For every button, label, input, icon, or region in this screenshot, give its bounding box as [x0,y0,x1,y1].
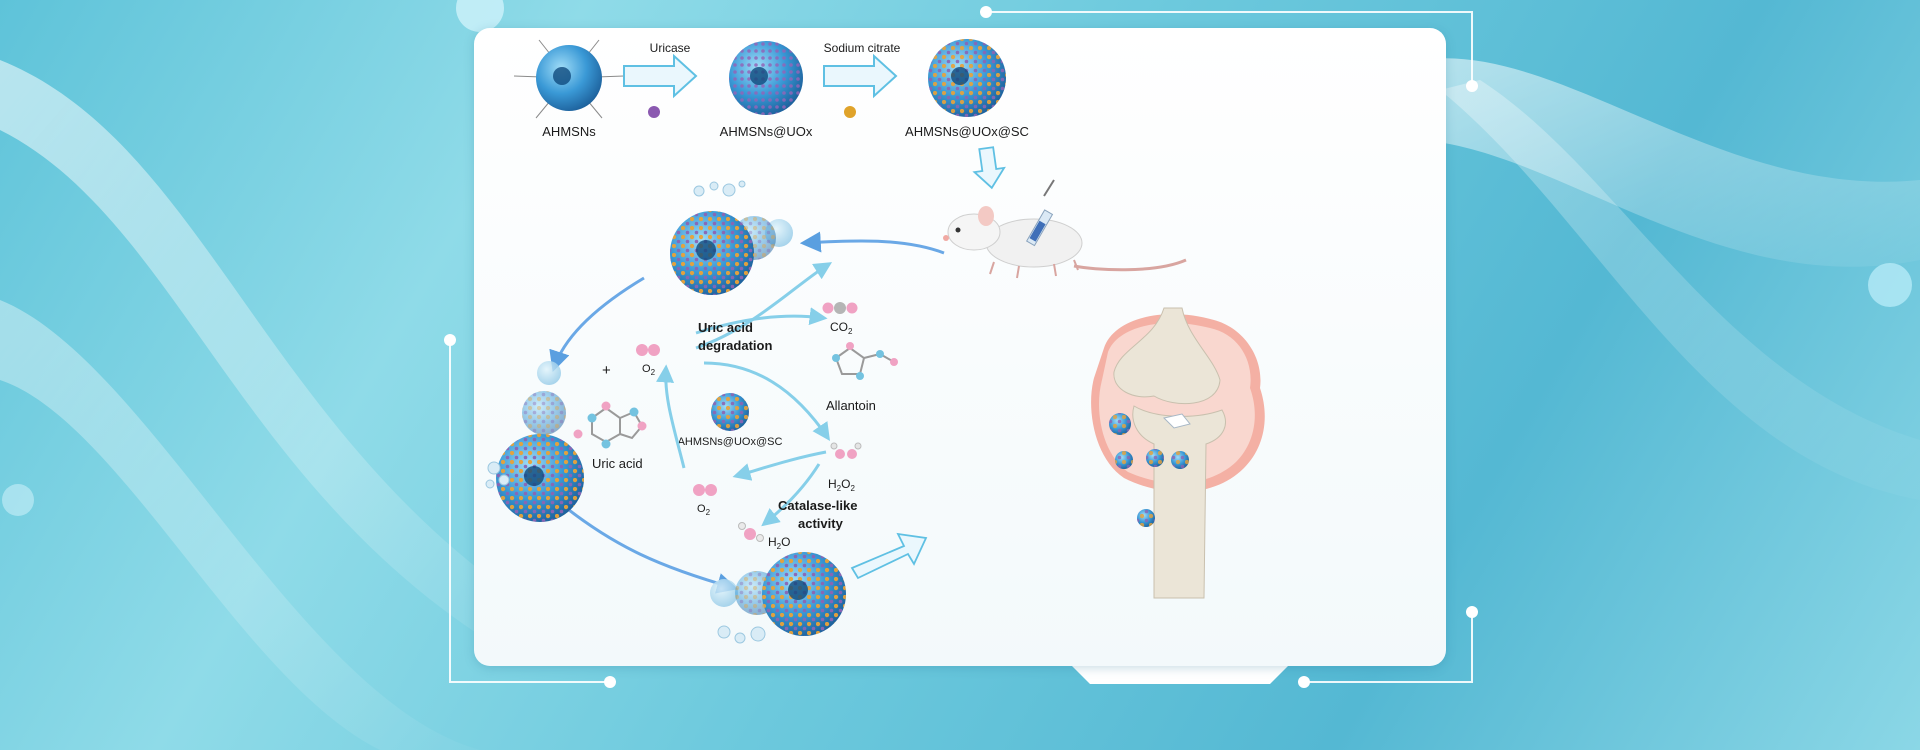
h2o-molecule [738,522,764,542]
ahmsns-uox-sc-label: AHMSNs@UOx@SC [905,124,1029,139]
ahmsns-label: AHMSNs [542,124,596,139]
particle-cluster-bottom [710,552,846,644]
uric-acid-label: Uric acid [592,456,643,471]
particle-cluster-top [670,180,793,295]
degradation-title-line2: degradation [698,338,772,353]
h2o-label: H2O [768,535,790,551]
o2-molecule-out [693,484,717,496]
uric-acid-molecule [573,401,647,449]
particle-cluster-left [485,361,584,522]
uricase-arrow [623,53,698,99]
catalase-line2: activity [798,516,844,531]
plus-sign: + [602,362,611,379]
mouse-illustration [943,206,1187,279]
sodium-citrate-molecule [844,106,856,118]
uricase-label: Uricase [650,41,691,55]
reaction-diagram: AHMSNs Uricase AHMSNs@UOx Sodium citrate… [485,39,1265,644]
o2-in-label: O2 [642,363,656,377]
center-particle-label: AHMSNs@UOx@SC [678,436,783,448]
allantoin-molecule [832,342,898,380]
ahmsns-particle [513,39,625,119]
sodium-citrate-label: Sodium citrate [824,41,901,55]
co2-label: CO2 [830,320,853,336]
o2-out-label: O2 [697,503,711,517]
co2-molecule [822,302,858,314]
center-particle [711,393,749,431]
cycle-arrows [549,231,945,594]
ahmsns-uox-label: AHMSNs@UOx [720,124,813,139]
ahmsns-uox-particle [729,41,803,115]
entry-arrow [850,532,928,580]
allantoin-label: Allantoin [826,398,876,413]
diagram-card [474,28,1446,666]
syringe-icon [1025,179,1055,247]
injection-arrow [972,146,1006,190]
sodium-citrate-arrow [823,53,898,99]
joint-particles [1109,413,1189,527]
catalase-line1: Catalase-like [778,498,858,513]
uricase-molecule [648,106,660,118]
h2o2-label: H2O2 [828,477,855,493]
degradation-title-line1: Uric acid [698,320,753,335]
o2-molecule-in [636,344,660,356]
reaction-arrows [656,262,833,527]
ahmsns-uox-sc-particle [928,39,1006,117]
h2o2-molecule [830,442,862,459]
